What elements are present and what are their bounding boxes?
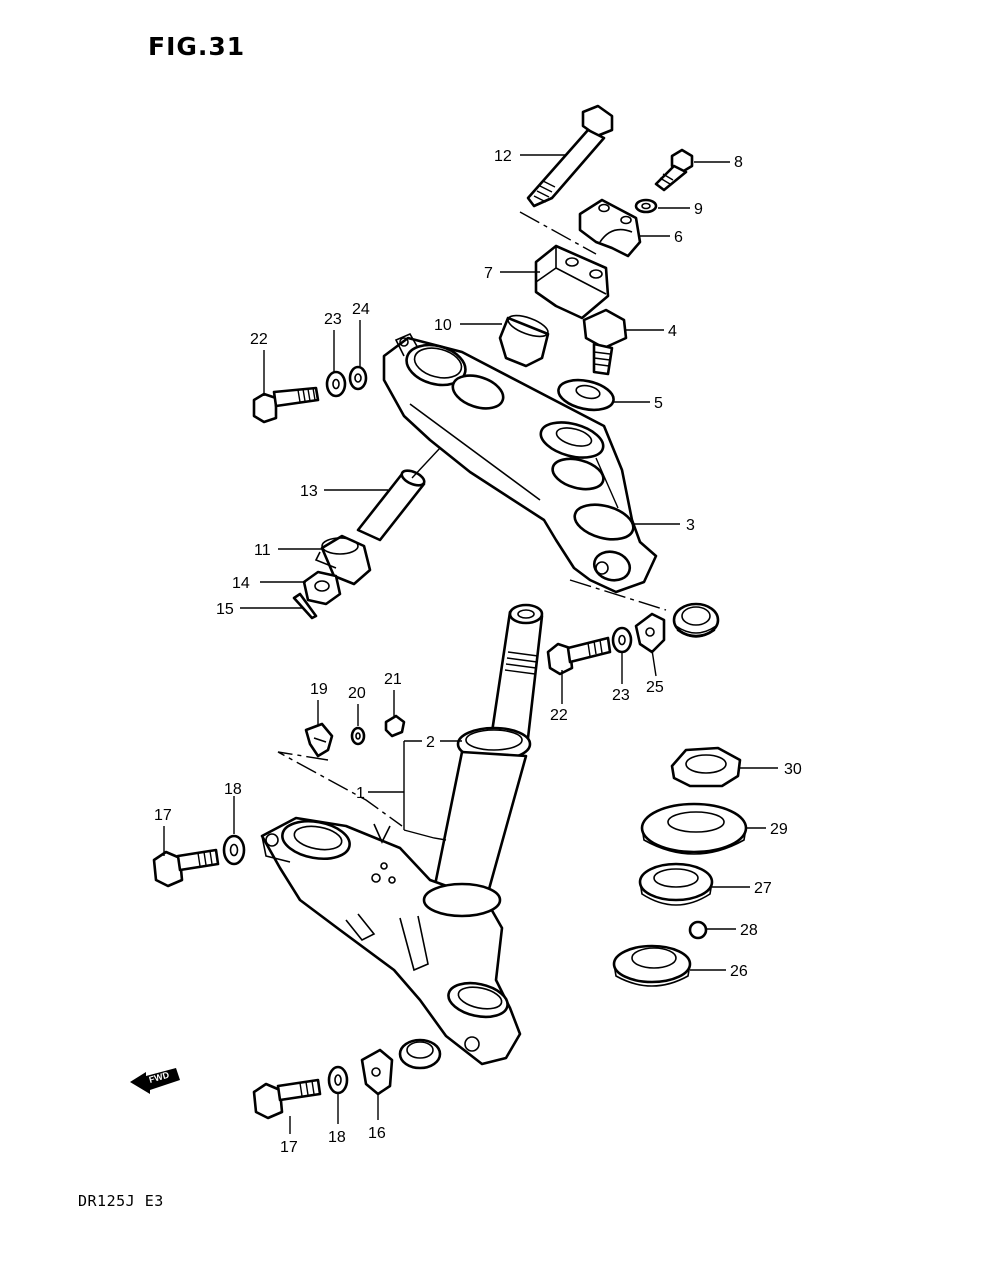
centerline-bracket-to-guide [569, 579, 667, 611]
part-3-upper-bracket [382, 332, 658, 594]
part-26-bearing-race-lower [612, 944, 692, 987]
part-18-washer-lower [327, 1065, 349, 1095]
callout-1: 1 [356, 785, 365, 802]
callout-18-lower: 18 [328, 1129, 346, 1146]
part-17-bolt-lower [252, 1078, 322, 1120]
part-21-screw [384, 714, 406, 738]
callout-17-upper: 17 [154, 807, 172, 824]
part-16-cable-guide-lower [360, 1038, 442, 1096]
callout-14: 14 [232, 575, 250, 592]
part-23-washer-upper [325, 370, 347, 398]
part-13-spacer-tube [356, 469, 426, 542]
part-22-bolt-mid [546, 636, 612, 676]
part-17-bolt-upper [152, 848, 220, 888]
part-6-holder-cap [578, 198, 642, 258]
callout-19: 19 [310, 681, 328, 698]
figure-title: FIG.31 [148, 32, 246, 61]
part-5-washer [557, 378, 615, 412]
callout-21: 21 [384, 671, 402, 688]
callout-5: 5 [654, 395, 663, 412]
callout-23-upper: 23 [324, 311, 342, 328]
centerline-bolt-to-holder [519, 211, 597, 255]
part-18-washer-upper [222, 834, 246, 866]
callout-3: 3 [686, 517, 695, 534]
callout-29: 29 [770, 821, 788, 838]
part-12-long-bolt [526, 104, 614, 208]
callout-10: 10 [434, 317, 452, 334]
leader-lines [163, 154, 778, 1134]
callout-labels: 12 8 9 6 7 10 4 5 22 23 24 13 3 11 14 15… [154, 148, 802, 1156]
part-27-bearing-race [638, 862, 714, 906]
callout-18-upper: 18 [224, 781, 242, 798]
callout-13: 13 [300, 483, 318, 500]
part-25-cable-guide [634, 602, 720, 654]
callout-23-mid: 23 [612, 687, 630, 704]
callout-4: 4 [668, 323, 677, 340]
part-24-washer [348, 365, 368, 391]
callout-24: 24 [352, 301, 370, 318]
callout-27: 27 [754, 880, 772, 897]
callout-8: 8 [734, 154, 743, 171]
part-10-cushion [498, 314, 550, 368]
callout-11: 11 [254, 542, 271, 559]
part-4-bolt [582, 308, 628, 376]
part-14-nut [302, 570, 342, 606]
callout-30: 30 [784, 761, 802, 778]
part-7-holder [534, 244, 610, 320]
callout-25: 25 [646, 679, 664, 696]
part-29-dust-seal [640, 802, 748, 855]
part-30-locknut [670, 746, 742, 788]
callout-12: 12 [494, 148, 512, 165]
model-code: DR125J E3 [78, 1192, 164, 1210]
part-20-washer [350, 726, 366, 746]
callout-22-mid: 22 [550, 707, 568, 724]
callout-7: 7 [484, 265, 493, 282]
centerline-lock-to-bracket [277, 751, 403, 827]
callout-28: 28 [740, 922, 758, 939]
part-8-bolt [654, 148, 694, 192]
callout-2: 2 [426, 734, 435, 751]
callout-15: 15 [216, 601, 234, 618]
part-11-cushion [314, 534, 372, 586]
part-15-cotter-pin [292, 592, 318, 620]
part-9-washer [634, 198, 658, 214]
part-28-steel-ball [688, 920, 708, 940]
callout-22-upper: 22 [250, 331, 268, 348]
fwd-direction-indicator: FWD [130, 1068, 180, 1094]
callout-9: 9 [694, 201, 703, 218]
callout-16: 16 [368, 1125, 386, 1142]
callout-20: 20 [348, 685, 366, 702]
part-23-washer-mid [611, 626, 633, 654]
part-19-lock-clip [304, 722, 334, 758]
callout-26: 26 [730, 963, 748, 980]
callout-6: 6 [674, 229, 683, 246]
part-1-steering-stem-lower-bracket [260, 603, 544, 1066]
callout-17-lower: 17 [280, 1139, 298, 1156]
